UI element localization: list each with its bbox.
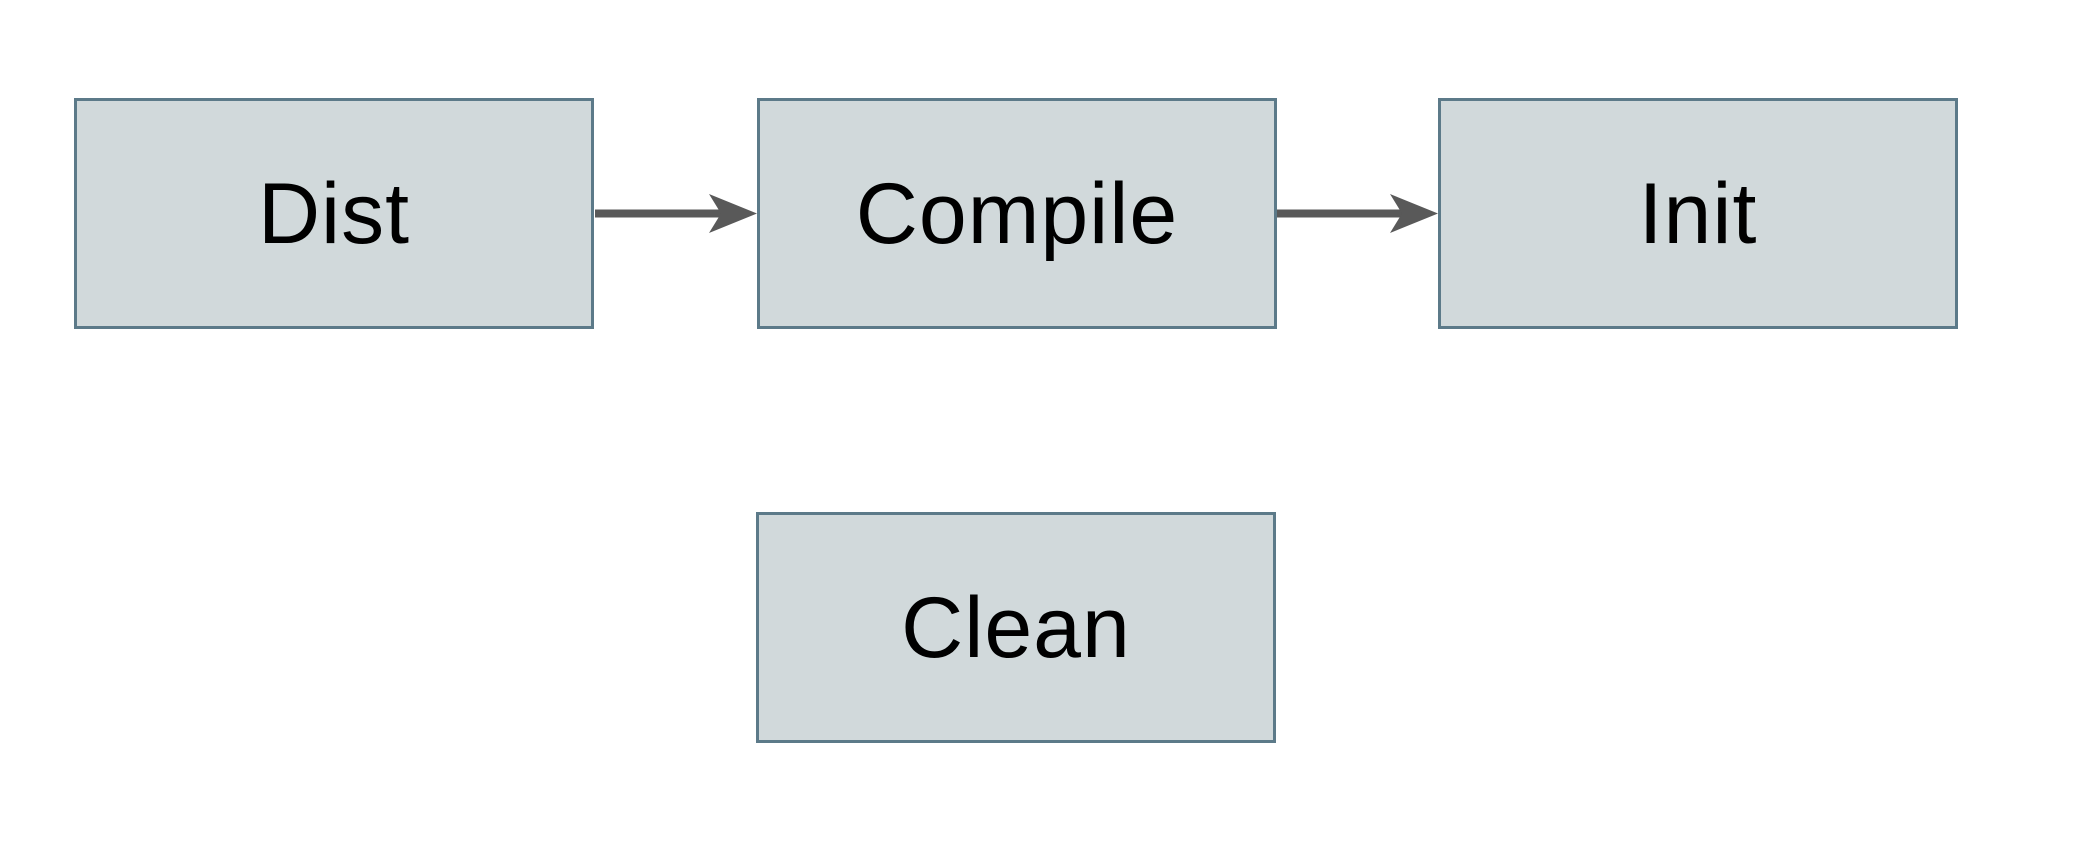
- node-init: Init: [1438, 98, 1958, 329]
- node-clean-label: Clean: [901, 579, 1131, 676]
- node-dist: Dist: [74, 98, 594, 329]
- node-clean: Clean: [756, 512, 1276, 743]
- node-dist-label: Dist: [257, 165, 411, 262]
- arrow-dist-to-compile: [595, 194, 757, 233]
- node-init-label: Init: [1638, 165, 1758, 262]
- arrow-compile-to-init: [1276, 194, 1438, 233]
- arrow-head-icon: [1390, 194, 1438, 233]
- node-compile-label: Compile: [855, 165, 1179, 262]
- arrow-head-icon: [709, 194, 757, 233]
- node-compile: Compile: [757, 98, 1277, 329]
